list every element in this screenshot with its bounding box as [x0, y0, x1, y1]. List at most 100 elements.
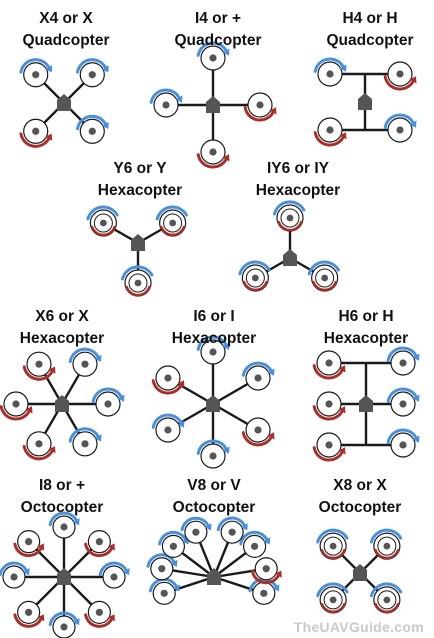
config-type: Hexacopter — [323, 330, 409, 347]
rotation-arrow-red-icon — [312, 405, 344, 421]
motor-hub-icon — [209, 54, 217, 62]
coaxial-motor — [369, 582, 403, 614]
rotation-arrow-blue-icon — [383, 113, 415, 129]
config-name: I8 or + — [38, 477, 86, 494]
motor — [19, 118, 53, 148]
config-i8 — [0, 511, 130, 638]
config-type: Hexacopter — [255, 182, 341, 199]
rotation-arrow-blue-icon — [48, 611, 78, 627]
motor — [312, 350, 346, 380]
prop-circle-lower-icon — [128, 273, 148, 293]
motor — [76, 58, 109, 88]
rotation-arrow-red-icon — [277, 220, 303, 232]
motor — [158, 530, 189, 558]
rotation-arrow-blue-icon — [196, 335, 228, 351]
arrow-head-icon — [269, 107, 277, 115]
arrow-head-icon — [94, 354, 102, 362]
flight-controller-arrow-icon — [353, 564, 367, 581]
motor — [250, 557, 282, 585]
motor-hub-icon — [164, 374, 172, 382]
motor — [148, 577, 180, 605]
rotation-arrow-red-icon — [312, 280, 338, 292]
flight-controller-arrow-icon — [57, 568, 71, 585]
arrow-head-icon — [101, 65, 109, 73]
config-i4 — [149, 41, 277, 169]
config-name: Y6 or Y — [113, 160, 167, 177]
arrow-head-icon — [274, 570, 282, 578]
motor — [13, 600, 45, 628]
motor — [48, 511, 80, 539]
rotation-arrow-blue-icon — [76, 114, 107, 131]
prop-circle-lower-icon — [323, 536, 343, 556]
motor-hub-icon — [88, 127, 96, 135]
rotation-arrow-blue-icon — [216, 516, 246, 532]
motor-hub-icon — [95, 608, 103, 616]
motor — [383, 113, 417, 143]
flight-controller-arrow-icon — [358, 93, 372, 110]
motor-hub-icon — [60, 523, 68, 531]
rotation-arrow-red-icon — [250, 569, 280, 585]
rotation-arrow-red-icon — [383, 75, 415, 91]
motor-hub-icon — [164, 426, 172, 434]
coaxial-motor — [316, 582, 349, 614]
motor — [312, 391, 346, 421]
motor-hub-icon — [251, 542, 259, 550]
motor-hub-icon — [399, 441, 407, 449]
config-x6 — [0, 347, 125, 461]
config-type: Octocopter — [172, 499, 256, 516]
config-name: X6 or X — [35, 308, 89, 325]
config-name: V8 or V — [187, 477, 241, 494]
prop-circle-lower-icon — [93, 213, 113, 233]
motor — [13, 530, 45, 558]
flight-controller-arrow-icon — [206, 96, 220, 113]
arrow-head-icon — [101, 121, 109, 129]
motor — [196, 139, 230, 169]
motor — [248, 577, 280, 605]
rotation-arrow-blue-icon — [239, 530, 269, 546]
motor-hub-icon — [262, 565, 270, 573]
motor-hub-icon — [396, 126, 404, 134]
config-type: Quadcopter — [326, 32, 414, 49]
arrow-head-icon — [172, 584, 180, 592]
motor-hub-icon — [110, 573, 118, 581]
motor-hub-icon — [35, 360, 43, 368]
motor-hub-icon — [321, 274, 329, 282]
rotation-arrow-blue-icon — [86, 205, 119, 221]
arrow-head-icon — [204, 523, 212, 531]
rotation-arrow-blue-icon — [0, 561, 28, 577]
motor-hub-icon — [25, 538, 33, 546]
motor-hub-icon — [134, 279, 142, 287]
prop-circle-lower-icon — [315, 268, 335, 288]
motor — [386, 428, 420, 458]
motor-hub-icon — [60, 623, 68, 631]
arrow-head-icon — [94, 434, 102, 442]
rotation-arrow-red-icon — [243, 106, 275, 122]
rotation-arrow-red-icon — [320, 602, 346, 614]
rotation-arrow-red-icon — [22, 365, 54, 381]
motor-hub-icon — [325, 441, 333, 449]
motor — [241, 361, 275, 391]
motor-hub-icon — [329, 596, 337, 604]
rotation-arrow-red-icon — [19, 132, 51, 148]
config-title-i4: I4 or +Quadcopter — [143, 8, 293, 52]
config-name: X8 or X — [333, 477, 387, 494]
rotation-arrow-red-icon — [312, 446, 344, 462]
config-i6 — [151, 335, 275, 469]
rotation-arrow-blue-icon — [155, 205, 188, 221]
rotation-arrow-blue-icon — [386, 387, 418, 403]
rotation-arrow-blue-icon — [91, 387, 123, 403]
arrow-head-icon — [48, 446, 56, 454]
motor-hub-icon — [286, 214, 294, 222]
rotation-arrow-red-icon — [242, 280, 268, 292]
coaxial-motor — [238, 260, 271, 292]
motor — [151, 365, 185, 395]
motor-hub-icon — [326, 126, 334, 134]
rotation-arrow-blue-icon — [158, 530, 187, 546]
motor — [22, 351, 56, 381]
motor-hub-icon — [209, 148, 217, 156]
